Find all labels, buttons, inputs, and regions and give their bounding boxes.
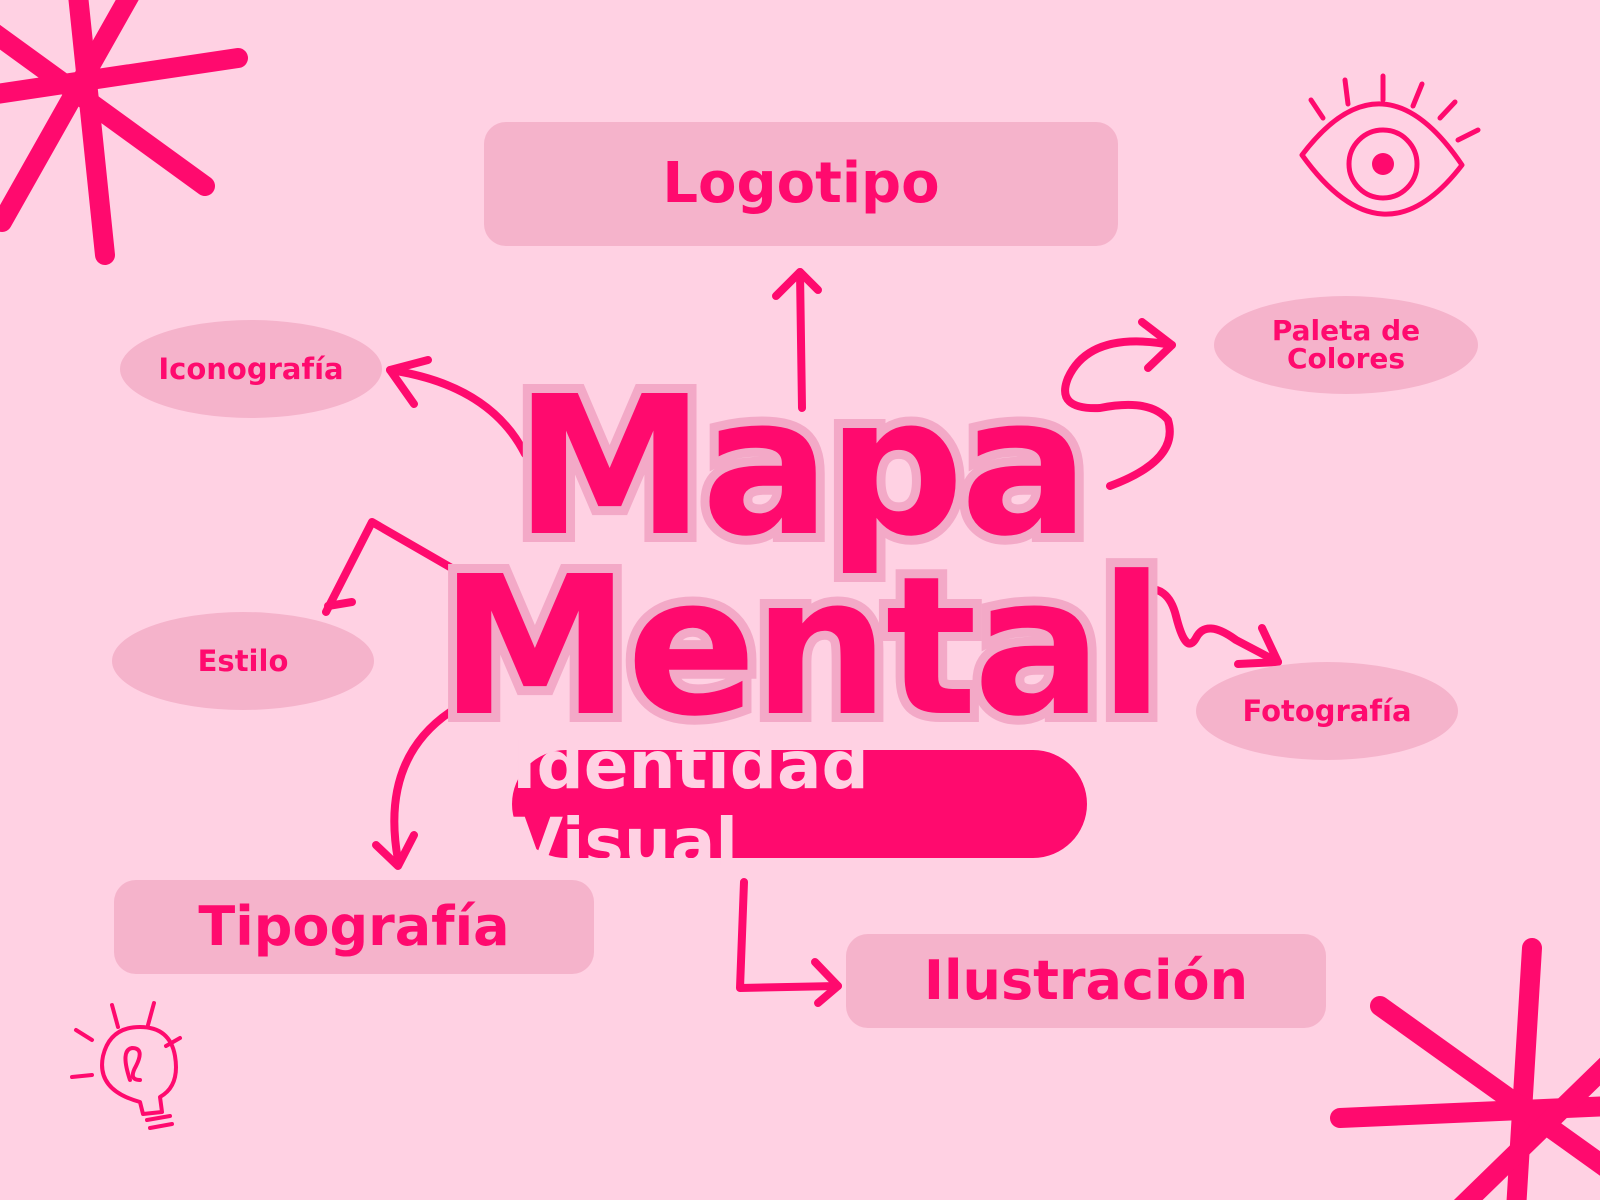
- title-line-mental: Mental: [430, 536, 1173, 759]
- subtitle-pill: Identidad Visual: [512, 727, 1087, 881]
- node-label: Ilustración: [923, 949, 1249, 1012]
- arrow-to-iconografia: [386, 356, 529, 458]
- node-estilo: Estilo: [112, 612, 374, 710]
- node-label: Logotipo: [662, 151, 940, 216]
- node-iconografia: Iconografía: [120, 320, 382, 418]
- node-label: Paleta de: [1271, 314, 1421, 347]
- node-tipografia: Tipografía: [114, 880, 594, 974]
- node-logotipo: Logotipo: [484, 122, 1118, 246]
- node-paleta-de-colores: Paleta de Colores: [1214, 296, 1478, 394]
- node-label: Colores: [1286, 342, 1406, 375]
- arrow-to-ilustracion: [736, 878, 842, 1007]
- title-line-mapa: Mapa: [505, 356, 1099, 579]
- arrow-to-tipografia: [372, 708, 454, 870]
- arrow-to-logotipo: [772, 268, 822, 412]
- node-fotografia: Fotografía: [1196, 662, 1458, 760]
- arrow-to-fotografia: [1138, 585, 1282, 668]
- starburst-icon: [0, 0, 248, 265]
- node-label: Iconografía: [158, 351, 344, 386]
- eye-pupil: [1372, 153, 1394, 175]
- node-ilustracion: Ilustración: [846, 934, 1326, 1028]
- arrow-to-paleta: [1061, 318, 1176, 490]
- starburst-icon: [1330, 938, 1600, 1200]
- node-label: Estilo: [197, 643, 289, 678]
- eye-icon: [1299, 73, 1481, 217]
- node-label: Fotografía: [1242, 693, 1412, 728]
- node-label: Tipografía: [198, 895, 510, 958]
- lightbulb-icon: [70, 1001, 182, 1130]
- arrow-to-estilo: [322, 518, 466, 616]
